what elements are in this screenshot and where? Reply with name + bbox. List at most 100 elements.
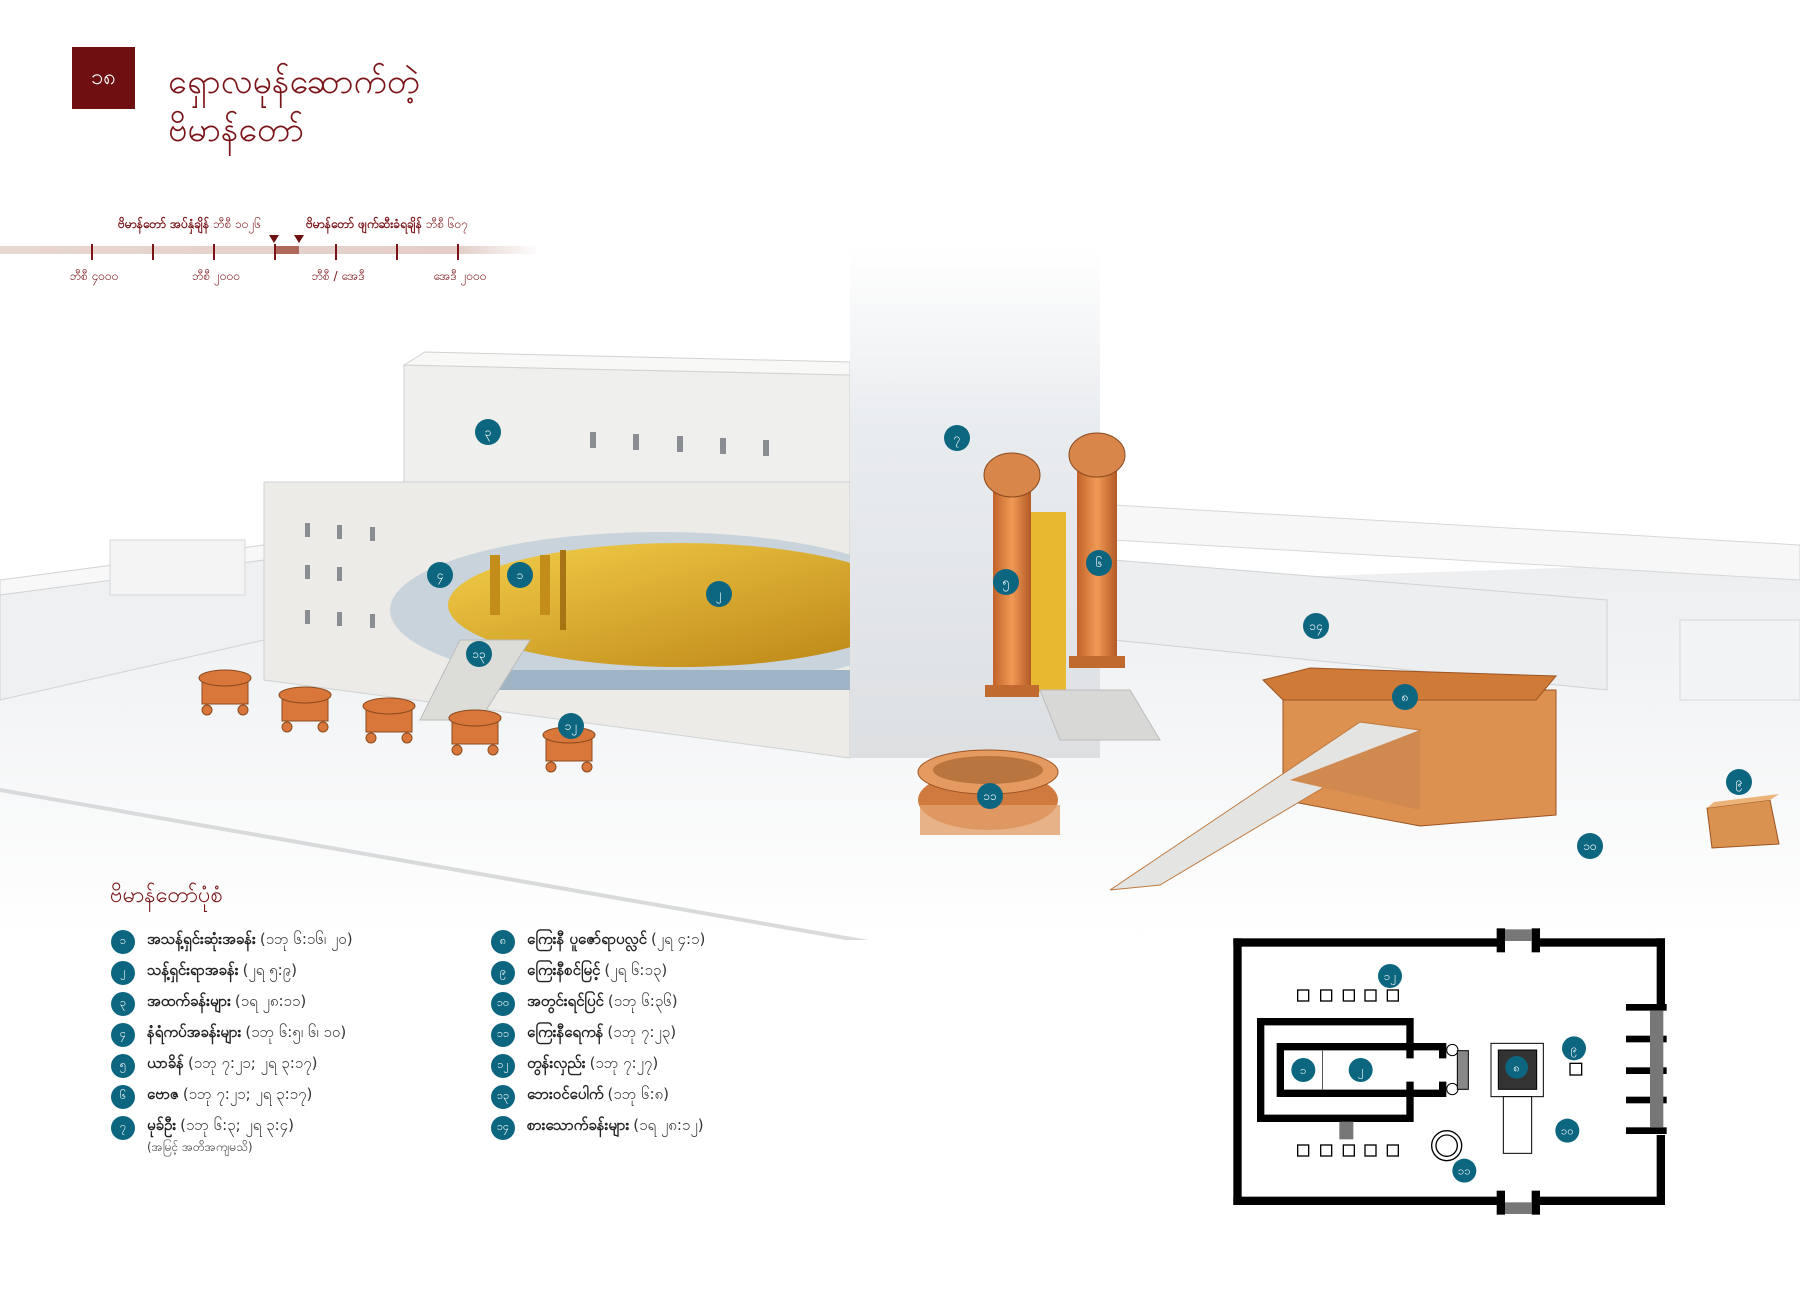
svg-text:၁၁: ၁၁ — [983, 789, 997, 803]
timeline-tick — [91, 244, 93, 260]
legend-name: တွန်းလှည်း — [527, 1054, 586, 1072]
timeline-label: ဘီစီ / အေဒီ — [311, 269, 365, 283]
timeline-label: ဘီစီ ၄၀၀၀ — [69, 269, 119, 283]
callout-badges: ၃ ၇ ၄ ၁ ၂ ၅ ၆ ၁၃ ၁၄ ၈ ၁၂ ၁၁ ၉ ၁၀ — [427, 419, 1752, 859]
legend-ref: (၂ရ ၅:၉) — [242, 961, 297, 979]
chapter-number-box: ၁၈ — [72, 47, 135, 109]
legend-badge: ၁၃ — [491, 1085, 515, 1109]
plan-badges: ၁၂ ၁ ၂ ၈ ၉ ၁၀ ၁၁ — [1291, 964, 1586, 1183]
cart — [198, 669, 252, 716]
legend-badge: ၈ — [491, 930, 515, 954]
callout-5: ၅ — [993, 569, 1019, 595]
legend-item: ၁၀အတွင်းရင်ပြင်(၁ဘု ၆:၃၆) — [491, 992, 705, 1023]
legend-badge: ၆ — [111, 1085, 135, 1109]
porch-tower — [850, 247, 1161, 758]
temple-illustration: ၃ ၇ ၄ ၁ ၂ ၅ ၆ ၁၃ ၁၄ ၈ ၁၂ ၁၁ ၉ ၁၀ — [0, 247, 1800, 940]
callout-12: ၁၂ — [558, 713, 584, 739]
plan-callout-9: ၉ — [1562, 1036, 1586, 1061]
callout-14: ၁၄ — [1303, 613, 1329, 639]
plan-callout-11: ၁၁ — [1452, 1158, 1477, 1183]
legend-note: (အမြင့် အတိအကျမသိ) — [147, 1140, 253, 1154]
plan-callout-1: ၁ — [1291, 1058, 1316, 1082]
svg-text:၉: ၉ — [1571, 1041, 1577, 1057]
callout-6: ၆ — [1086, 550, 1112, 576]
plan-callout-2: ၂ — [1348, 1058, 1373, 1082]
dedication-marker-icon — [269, 235, 279, 243]
svg-text:၈: ၈ — [1402, 690, 1409, 704]
timeline-label: အေဒီ ၂၀၀၀ — [433, 269, 487, 283]
legend-ref: (၁ဘု ၆:၃; ၂ရ ၃:၄) — [180, 1116, 294, 1134]
callout-1: ၁ — [507, 562, 533, 588]
legend-badge: ၁၄ — [491, 1116, 515, 1140]
floor-plan: ၁၂ ၁ ၂ ၈ ၉ ၁၀ ၁၁ — [1233, 928, 1667, 1215]
legend-ref: (၁ရ ၂၈:၁၂) — [633, 1116, 704, 1134]
legend-ref: (၁ဘု ၇:၂၇) — [589, 1054, 659, 1072]
timeline-bar — [0, 246, 540, 254]
event-date: ဘီစီ ၁၀၂၆ — [212, 217, 262, 231]
legend-ref: (၁ရ ၂၈:၁၁) — [234, 992, 307, 1010]
svg-text:၁: ၁ — [517, 568, 524, 582]
svg-text:၂: ၂ — [1358, 1063, 1364, 1079]
legend-item: ၈ကြေးနီ ပူဇော်ရာပလ္လင်(၂ရ ၄:၁) — [491, 930, 705, 961]
legend-name: ကြေးနီရေကန် — [527, 1023, 604, 1041]
callout-3: ၃ — [475, 419, 501, 445]
legend-ref: (၂ရ ၆:၁၃) — [604, 961, 668, 979]
callout-11: ၁၁ — [977, 783, 1003, 809]
timeline-event-destruction: ဗိမာန်တော် ဖျက်ဆီးခံရချိန် ဘီစီ ၆၀၇ — [306, 216, 468, 234]
event-label: ဗိမာန်တော် အပ်နှံချိန် — [118, 217, 210, 231]
legend-badge: ၃ — [111, 992, 135, 1016]
side-stairs-plan — [1339, 1121, 1354, 1140]
plan-callout-12: ၁၂ — [1378, 964, 1402, 988]
legend-item: ၇မုခ်ဦး(၁ဘု ၆:၃; ၂ရ ၃:၄)(အမြင့် အတိအကျမသ… — [111, 1116, 353, 1160]
timeline-tick — [335, 244, 337, 260]
cart — [362, 697, 416, 744]
legend-badge: ၁၂ — [491, 1054, 515, 1078]
legend-ref: (၁ဘု ၇:၂၁; ၂ရ ၃:၁၇) — [187, 1054, 318, 1072]
legend-ref: (၁ဘု ၆:၈) — [607, 1085, 669, 1103]
svg-text:၄: ၄ — [437, 568, 444, 585]
legend-name: အသန့်ရှင်းဆုံးအခန်း — [147, 930, 256, 948]
callout-7: ၇ — [944, 425, 970, 451]
timeline-tick — [274, 244, 276, 260]
legend-badge: ၂ — [111, 961, 135, 985]
platform-plan — [1569, 1062, 1583, 1076]
svg-text:၁၃: ၁၃ — [472, 647, 486, 664]
legend-item: ၉ကြေးနီစင်မြင့်(၂ရ ၆:၁၃) — [491, 961, 705, 992]
svg-text:၃: ၃ — [485, 425, 492, 442]
carts-plan — [1297, 989, 1399, 1157]
destruction-marker-icon — [294, 235, 304, 243]
timeline: ဗိမာန်တော် အပ်နှံချိန် ဘီစီ ၁၀၂၆ ဗိမာန်တ… — [0, 210, 540, 290]
timeline-highlight — [274, 246, 299, 254]
svg-text:၁၁: ၁၁ — [1458, 1164, 1471, 1178]
cart — [278, 686, 332, 733]
svg-text:၉: ၉ — [1736, 775, 1743, 792]
title-line-1: ရှောလမုန်ဆောက်တဲ့ — [168, 62, 420, 102]
legend-badge: ၁၁ — [491, 1023, 515, 1047]
svg-text:၈: ၈ — [1513, 1060, 1519, 1074]
timeline-tick — [152, 244, 154, 260]
svg-text:၁၄: ၁၄ — [1309, 619, 1323, 636]
svg-text:၆: ၆ — [1096, 555, 1103, 570]
svg-text:၁၂: ၁၂ — [1384, 969, 1396, 985]
legend-name: အထက်ခန်းများ — [147, 992, 231, 1010]
legend-name: ယာခိန် — [147, 1054, 184, 1072]
legend-item: ၃ အထက်ခန်းများ(၁ရ ၂၈:၁၁) — [111, 992, 353, 1023]
legend-ref: (၁ဘု ၇:၂၃) — [607, 1023, 677, 1041]
legend-name: နံရံကပ်အခန်းများ — [147, 1023, 242, 1041]
legend-badge: ၁ — [111, 930, 135, 954]
legend-item: ၂ သန့်ရှင်းရာအခန်း(၂ရ ၅:၉) — [111, 961, 353, 992]
legend-name: စားသောက်ခန်းများ — [527, 1116, 630, 1134]
legend-name: ကြေးနီစင်မြင့် — [527, 961, 601, 979]
callout-9: ၉ — [1726, 769, 1752, 795]
courtyard-step — [0, 788, 869, 940]
sea-plan — [1431, 1130, 1463, 1162]
legend-item: ၅ယာခိန်(၁ဘု ၇:၂၁; ၂ရ ၃:၁၇) — [111, 1054, 353, 1085]
legend-name: ဘေးဝင်ပေါက် — [527, 1085, 604, 1103]
chapter-number: ၁၈ — [91, 64, 116, 90]
legend-name: မုခ်ဦး — [147, 1116, 177, 1134]
legend-name: သန့်ရှင်းရာအခန်း — [147, 961, 239, 979]
callout-10: ၁၀ — [1577, 833, 1603, 859]
legend-ref: (၁ဘု ၆:၁၆၊ ၂၀) — [259, 930, 353, 948]
callout-13: ၁၃ — [466, 641, 492, 667]
legend-ref: (၁ဘု ၇:၂၁; ၂ရ ၃:၁၇) — [182, 1085, 313, 1103]
